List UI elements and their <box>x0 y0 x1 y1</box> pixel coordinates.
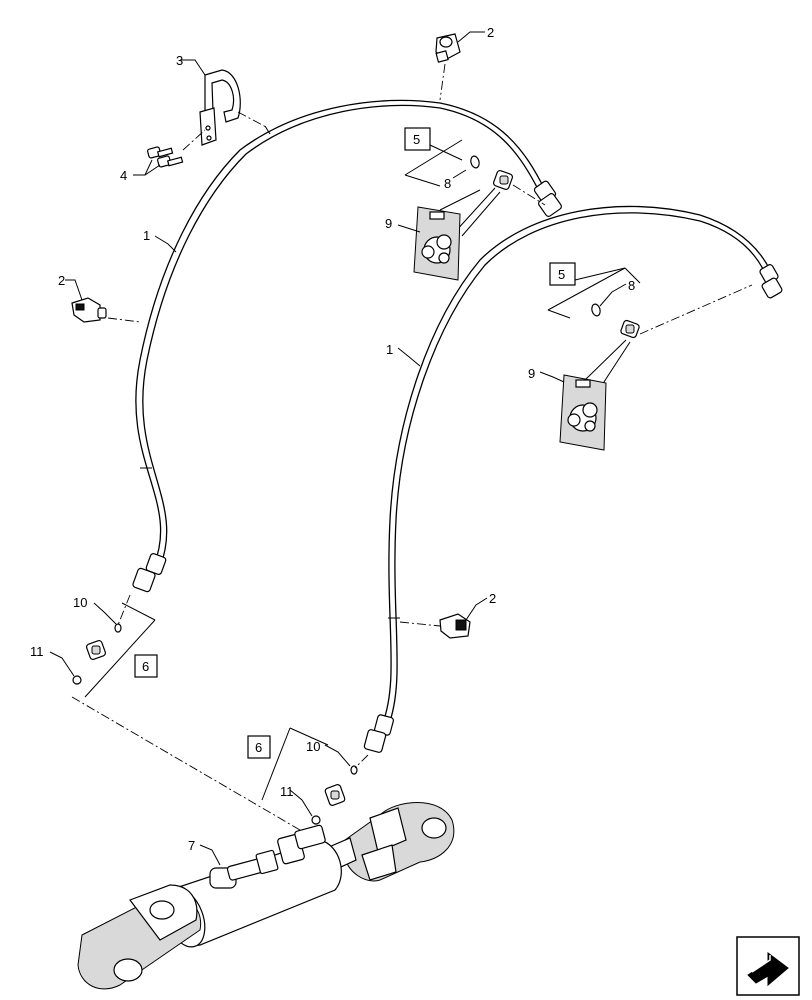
hose-left-top-fitting <box>533 180 562 217</box>
seal-kit-bag-right <box>559 374 607 451</box>
clamp-top <box>435 33 461 63</box>
callout-1-right: 1 <box>386 342 393 357</box>
hose-left-bottom-fitting <box>132 553 167 593</box>
hose-right-top-fitting <box>759 264 783 299</box>
kit-6-left <box>72 594 158 698</box>
handle-bracket <box>199 69 241 146</box>
callout-7: 7 <box>188 838 195 853</box>
bolts <box>147 146 184 168</box>
callout-11-left: 11 <box>30 644 44 659</box>
callout-8-right: 8 <box>628 278 635 293</box>
callout-3: 3 <box>176 53 183 68</box>
kit-6-bottom <box>247 727 369 825</box>
callout-leaders <box>49 31 627 866</box>
callout-2-left: 2 <box>58 273 65 288</box>
callout-10-bottom: 10 <box>306 739 320 754</box>
callout-9-upper: 9 <box>385 216 392 231</box>
kit-5-upper <box>404 127 546 237</box>
hydraulic-cylinder <box>77 802 455 990</box>
callout-6-bottom: 6 <box>255 740 262 755</box>
hose-right-bottom-fitting <box>363 714 394 753</box>
callout-9-right: 9 <box>528 366 535 381</box>
callout-1-left: 1 <box>143 228 150 243</box>
hose-right <box>363 205 783 753</box>
callout-8-upper: 8 <box>444 176 451 191</box>
callout-5-upper: 5 <box>413 132 420 147</box>
clamp-right <box>439 613 471 639</box>
hose-left <box>132 99 562 593</box>
callout-4: 4 <box>120 168 127 183</box>
arrow-next-icon <box>747 952 789 987</box>
callout-2-right: 2 <box>489 591 496 606</box>
kit-5-right <box>547 262 753 386</box>
callout-11-bottom: 11 <box>280 784 294 799</box>
callout-2-top: 2 <box>487 25 494 40</box>
clamp-left <box>71 297 107 323</box>
next-page-button[interactable] <box>736 936 800 996</box>
callout-6-left: 6 <box>142 659 149 674</box>
callout-5-right: 5 <box>558 267 565 282</box>
seal-kit-bag-upper <box>413 206 461 281</box>
callout-10-left: 10 <box>73 595 87 610</box>
